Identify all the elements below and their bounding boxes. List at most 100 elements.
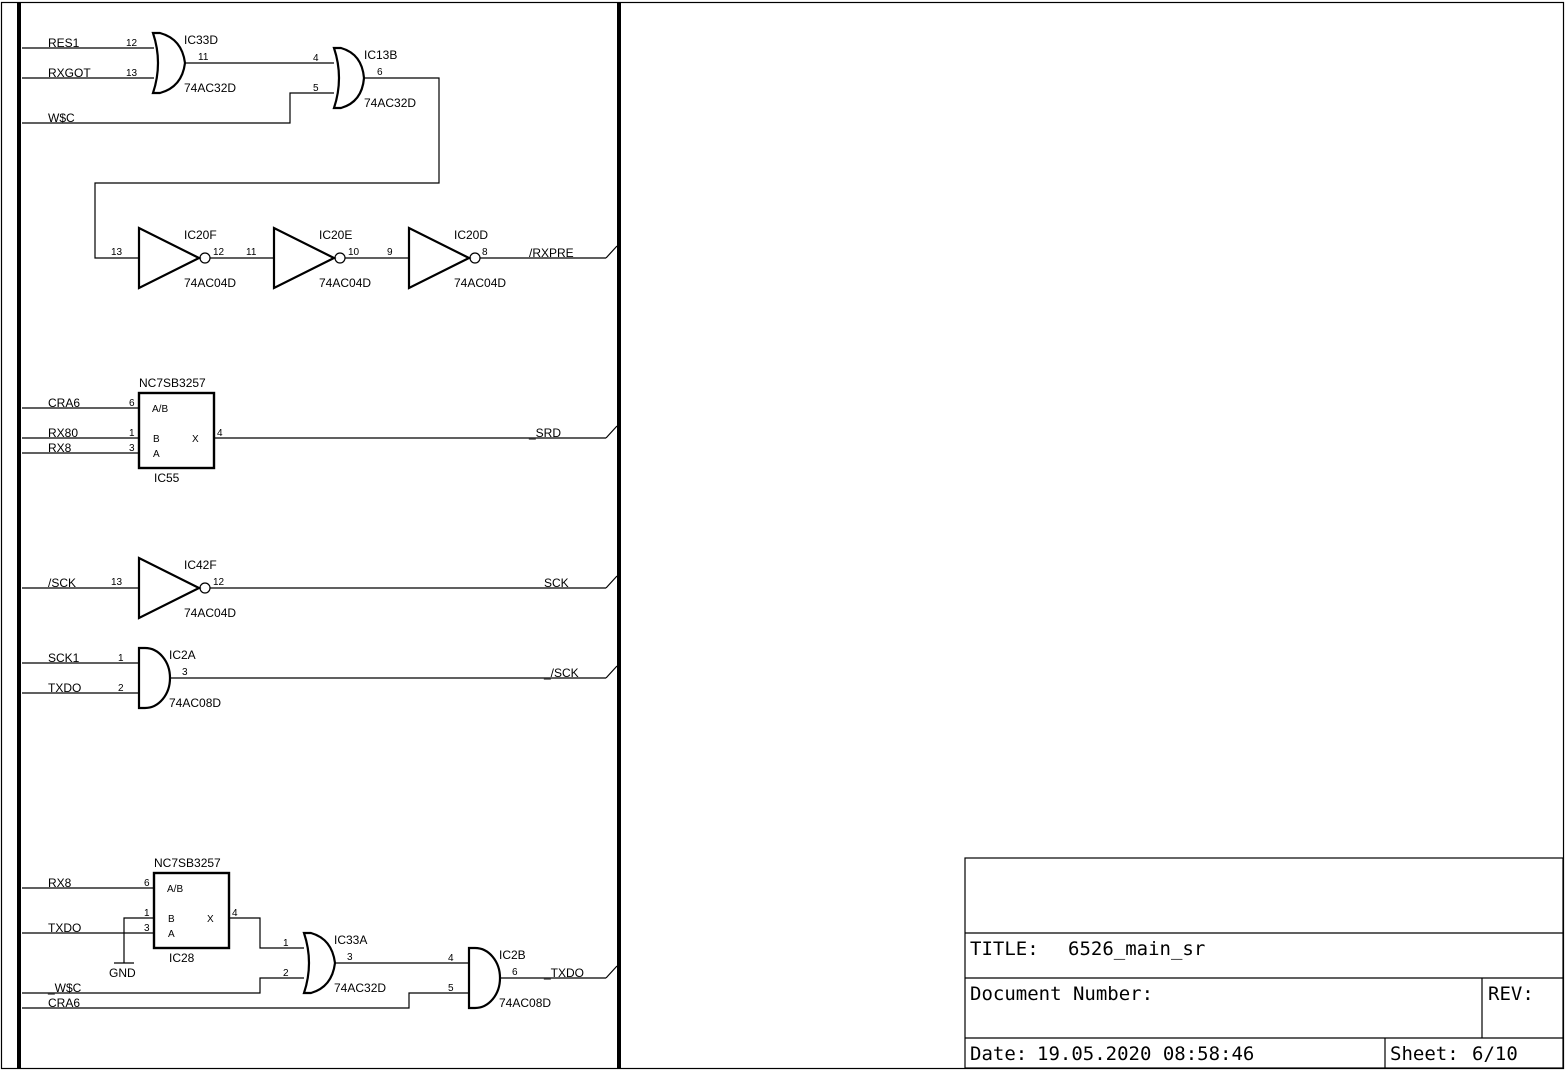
- ic55-pin-label: A/B: [152, 404, 168, 415]
- net-label-rx8: RX8: [48, 441, 72, 455]
- ic2a-pin: 2: [118, 683, 124, 694]
- ic2b-pin: 5: [448, 983, 454, 994]
- title-value: 6526_main_sr: [1068, 938, 1205, 960]
- wires-group-5: [22, 662, 618, 694]
- net-label-txdo-out: _TXDO: [543, 966, 584, 980]
- ic33d-pin: 12: [126, 38, 138, 49]
- date-value: 19.05.2020 08:58:46: [1037, 1043, 1254, 1065]
- net-label-rxpre: /RXPRE: [529, 246, 574, 260]
- ic28-pin-label: X: [207, 914, 214, 925]
- ic13b-type: 74AC32D: [364, 96, 416, 110]
- ic2b-pin: 6: [512, 967, 518, 978]
- wires-group-2: [210, 245, 618, 259]
- ic33a-pin: 2: [283, 968, 289, 979]
- net-label-wsc: W$C: [48, 111, 75, 125]
- sheet-label: Sheet:: [1390, 1043, 1459, 1065]
- inverter-ic42f: [137, 556, 211, 620]
- ic20f-pin: 12: [213, 247, 225, 258]
- date-label: Date:: [970, 1043, 1027, 1065]
- or-gate-ic13b: [332, 46, 366, 110]
- ic20d-pin: 8: [482, 247, 488, 258]
- wires-group-4: [22, 575, 618, 589]
- ic28-pin: 6: [144, 878, 150, 889]
- wires-group-6: [22, 887, 618, 1009]
- rev-label: REV:: [1488, 983, 1534, 1005]
- or-gate-ic33a: [302, 931, 337, 995]
- net-label-sck1: SCK1: [48, 651, 80, 665]
- mux-ic28: [152, 871, 231, 950]
- ic42f-pin: 12: [213, 577, 225, 588]
- ic33a-pin: 3: [347, 952, 353, 963]
- ic42f-ref: IC42F: [184, 558, 217, 572]
- net-label-rxgot: RXGOT: [48, 66, 91, 80]
- net-label-cra6-b: CRA6: [48, 996, 80, 1010]
- ic33a-pin: 1: [283, 938, 289, 949]
- mux-ic55: [137, 391, 216, 470]
- ic33d-type: 74AC32D: [184, 81, 236, 95]
- ic28-pin-label: B: [168, 914, 175, 925]
- ic28-pin-label: A/B: [167, 884, 183, 895]
- inverter-ic20e: [272, 226, 346, 290]
- ic55-pin: 3: [129, 443, 135, 454]
- ic28-pin: 4: [232, 908, 238, 919]
- net-label-rx8-b: RX8: [48, 876, 72, 890]
- ic55-pin-label: A: [153, 449, 160, 460]
- ic13b-pin: 6: [377, 67, 383, 78]
- ic2b-type: 74AC08D: [499, 996, 551, 1010]
- ic33d-pin: 11: [198, 52, 209, 63]
- ic33d-ref: IC33D: [184, 33, 218, 47]
- ic33d-pin: 13: [126, 68, 138, 79]
- ic2b-pin: 4: [448, 953, 454, 964]
- wires-group-1: [22, 47, 440, 259]
- ic13b-pin: 4: [313, 53, 319, 64]
- ic20d-type: 74AC04D: [454, 276, 506, 290]
- ic55-type: NC7SB3257: [139, 376, 206, 390]
- sheet-value: 6/10: [1472, 1043, 1518, 1065]
- title-block: [964, 857, 1564, 1069]
- ic28-pin-label: A: [168, 929, 175, 940]
- net-label-sck-in: /SCK: [48, 576, 76, 590]
- net-label-wsc-bar: _W$C: [47, 981, 82, 995]
- ic2a-pin: 1: [118, 653, 124, 664]
- wires-group-3: [22, 407, 618, 454]
- ic2b-ref: IC2B: [499, 948, 526, 962]
- gnd-label: GND: [109, 966, 136, 980]
- ic55-pin-label: B: [153, 434, 160, 445]
- and-gate-ic2b: [467, 946, 502, 1010]
- inverter-ic20d: [407, 226, 481, 290]
- net-label-sck-out: SCK: [544, 576, 569, 590]
- ic33a-type: 74AC32D: [334, 981, 386, 995]
- net-label-rx80: RX80: [48, 426, 78, 440]
- document-number-label: Document Number:: [970, 983, 1153, 1005]
- ic20e-pin: 10: [348, 247, 360, 258]
- ic20f-ref: IC20F: [184, 228, 217, 242]
- ic20d-ref: IC20D: [454, 228, 488, 242]
- ic55-ref: IC55: [154, 471, 180, 485]
- ic13b-ref: IC13B: [364, 48, 397, 62]
- ic2a-ref: IC2A: [169, 648, 196, 662]
- ic2a-type: 74AC08D: [169, 696, 221, 710]
- ic28-pin: 1: [144, 908, 150, 919]
- ic55-pin: 4: [217, 428, 223, 439]
- net-label-res1: RES1: [48, 36, 80, 50]
- ic2a-pin: 3: [182, 667, 188, 678]
- ic42f-pin: 13: [111, 577, 123, 588]
- ic28-type: NC7SB3257: [154, 856, 221, 870]
- net-label-txdo-b: TXDO: [48, 921, 81, 935]
- or-gate-ic33d: [151, 31, 187, 95]
- ic13b-pin: 5: [313, 83, 319, 94]
- ic28-pin: 3: [144, 923, 150, 934]
- ic20e-type: 74AC04D: [319, 276, 371, 290]
- title-label: TITLE:: [970, 938, 1039, 960]
- ic55-pin-label: X: [192, 434, 199, 445]
- net-label-cra6: CRA6: [48, 396, 80, 410]
- ic20f-type: 74AC04D: [184, 276, 236, 290]
- inverter-ic20f: [137, 226, 211, 290]
- net-label-sck-bar: _/SCK: [543, 666, 579, 680]
- net-label-srd: _SRD: [528, 426, 561, 440]
- ic55-pin: 1: [129, 428, 135, 439]
- ic20f-pin: 13: [111, 247, 123, 258]
- net-label-txdo: TXDO: [48, 681, 81, 695]
